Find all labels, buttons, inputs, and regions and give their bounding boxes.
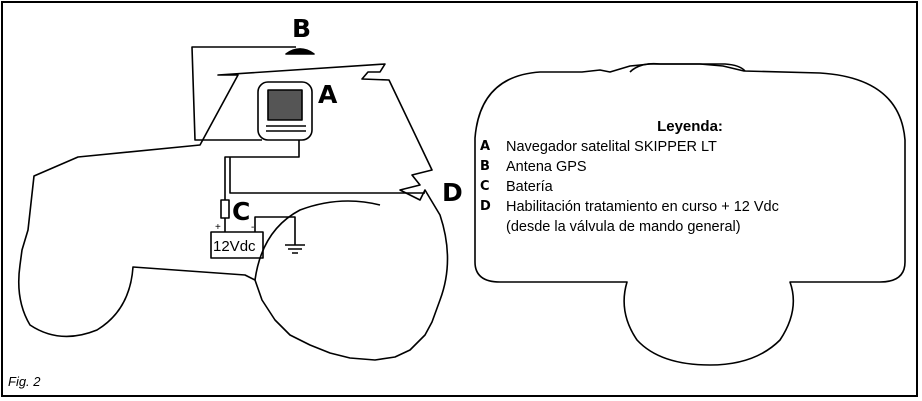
gps-antenna-shape <box>285 48 315 55</box>
rear-view-roof-lights <box>629 62 746 73</box>
battery-minus-terminal: - <box>251 222 255 233</box>
battery-plus-terminal: + <box>215 222 221 233</box>
rear-wheel-arc <box>254 200 381 281</box>
callout-d: D <box>442 178 463 207</box>
legend-item: D Habilitación tratamiento en curso + 12… <box>480 197 840 217</box>
legend-text: Antena GPS <box>506 159 587 175</box>
legend-text: Batería <box>506 179 553 195</box>
callout-b: B <box>292 14 312 43</box>
legend-key: D <box>480 199 491 214</box>
navigator-buttons <box>266 125 306 132</box>
callout-c: C <box>232 197 251 226</box>
legend-text: Navegador satelital SKIPPER LT <box>506 139 717 155</box>
legend-item: (desde la válvula de mando general) <box>480 217 840 237</box>
callout-a: A <box>318 80 338 109</box>
legend-key: A <box>480 139 491 154</box>
figure-caption: Fig. 2 <box>8 374 41 389</box>
navigator-screen <box>267 89 303 121</box>
legend-item: C Batería <box>480 177 840 197</box>
cab-frame <box>191 46 296 141</box>
legend-text: Habilitación tratamiento en curso + 12 V… <box>506 199 779 215</box>
legend-panel: Leyenda: A Navegador satelital SKIPPER L… <box>480 118 840 237</box>
battery-voltage-label: 12Vdc <box>213 238 256 255</box>
legend-key <box>480 217 506 237</box>
wiring-harness <box>220 138 425 232</box>
legend-item: A Navegador satelital SKIPPER LT <box>480 137 840 157</box>
tractor-rear-outline <box>474 63 906 366</box>
legend-key: B <box>480 159 490 174</box>
ground-wire <box>254 216 305 254</box>
legend-text: (desde la válvula de mando general) <box>506 219 741 235</box>
battery-box <box>210 231 264 259</box>
tractor-side-outline <box>17 63 449 361</box>
legend-key: C <box>480 179 490 194</box>
legend-item: B Antena GPS <box>480 157 840 177</box>
legend-title: Leyenda: <box>657 118 723 135</box>
